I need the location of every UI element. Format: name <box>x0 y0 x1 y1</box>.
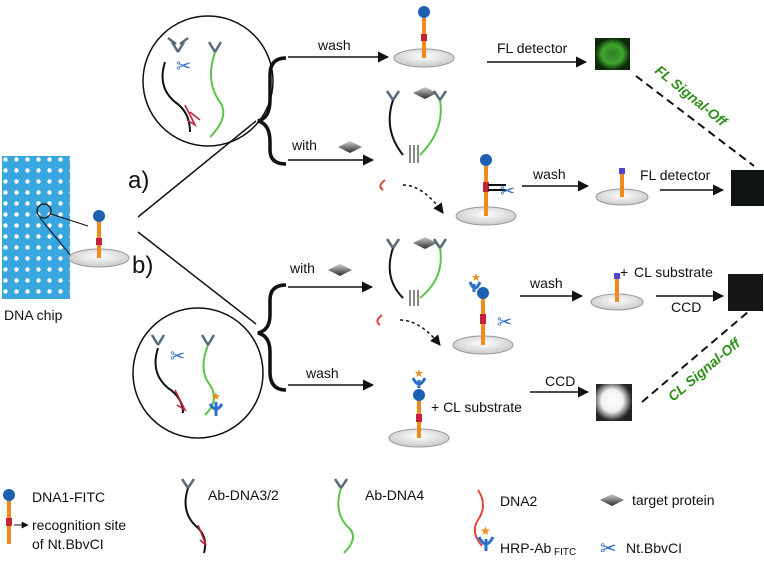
ab-dna4-icon <box>333 478 354 554</box>
wash-bottom-label: wash <box>305 365 339 381</box>
legend-dna1-label: DNA1-FITC <box>32 489 105 505</box>
svg-text:★: ★ <box>480 524 491 538</box>
branch-a-label: a) <box>128 167 149 194</box>
brace-bottom <box>257 283 287 392</box>
cl-result-bright <box>596 384 632 421</box>
target-protein-icon <box>600 494 624 506</box>
fl-result-bright <box>595 38 630 70</box>
cl-substrate-mid-label: CL substrate <box>634 264 713 280</box>
ccd-bottom-label: CCD <box>545 373 575 389</box>
legend-nick-label: Nt.BbvCI <box>626 540 682 556</box>
probe-cleaved-a: ✂ <box>455 154 517 226</box>
legend-recog-label-1: recognition site <box>32 517 126 533</box>
target-protein-icon <box>328 264 352 276</box>
with-a-label: with <box>291 137 317 153</box>
legend-target-label: target protein <box>632 492 715 508</box>
dna-chip <box>2 156 89 299</box>
hrp-star-icon: ★ <box>471 272 481 284</box>
cl-plus-mid: + <box>620 264 628 280</box>
legend-hrp-label: HRP-Ab <box>500 540 552 556</box>
legend: DNA1-FITC recognition site of Nt.BbvCI A… <box>3 478 715 560</box>
probe-short-b <box>590 273 644 311</box>
ab-dna32-icon <box>180 478 207 554</box>
probe-cleaved-b: ★ ✂ <box>452 272 514 355</box>
chip-probe-icon <box>68 210 130 268</box>
reagent-inset-a: ✂ <box>142 15 274 147</box>
cl-substrate-bottom-label: + CL substrate <box>431 399 522 415</box>
branch-b-label: b) <box>132 252 153 279</box>
fl-detector-mid-label: FL detector <box>640 167 711 183</box>
fl-signal-off-label: FL Signal-Off <box>652 62 731 130</box>
legend-recog-label-2: of Nt.BbvCI <box>32 536 104 552</box>
reagent-inset-b: ✂ ★ <box>132 307 264 439</box>
scissors-icon: ✂ <box>600 538 617 560</box>
scissors-icon: ✂ <box>170 346 185 366</box>
ccd-mid-label: CCD <box>671 299 701 315</box>
wash-b2-label: wash <box>529 275 563 291</box>
cl-result-dark <box>728 274 763 311</box>
fl-detector-top-label: FL detector <box>497 40 568 56</box>
legend-hrp-sub: FITC <box>554 547 576 558</box>
target-protein-icon <box>338 141 362 153</box>
cl-signal-off-label: CL Signal-Off <box>665 334 744 404</box>
wash-a2-label: wash <box>532 166 566 182</box>
probe-intact-top <box>393 6 455 68</box>
dna1-fitc-icon <box>3 489 15 544</box>
scissors-icon: ✂ <box>176 56 191 76</box>
legend-ab-dna32-label: Ab-DNA3/2 <box>208 487 279 503</box>
hrp-star-icon: ★ <box>414 368 424 380</box>
hrp-ab-icon: ★ <box>477 524 495 551</box>
scissors-icon: ✂ <box>500 181 515 201</box>
hrp-star-icon: ★ <box>211 391 221 403</box>
with-b-label: with <box>289 260 315 276</box>
wash-top-label: wash <box>317 37 351 53</box>
sandwich-complex-b <box>385 237 448 306</box>
probe-hrp-intact: ★ <box>388 368 450 448</box>
branch-lines <box>137 120 257 325</box>
sandwich-complex-a <box>385 87 448 163</box>
scissors-icon: ✂ <box>497 312 512 332</box>
legend-ab-dna4-label: Ab-DNA4 <box>365 487 424 503</box>
probe-short-a <box>595 168 649 206</box>
dna2-icon <box>473 489 484 547</box>
legend-dna2-label: DNA2 <box>500 493 538 509</box>
fl-result-dark <box>731 170 764 206</box>
chip-label: DNA chip <box>4 307 63 323</box>
